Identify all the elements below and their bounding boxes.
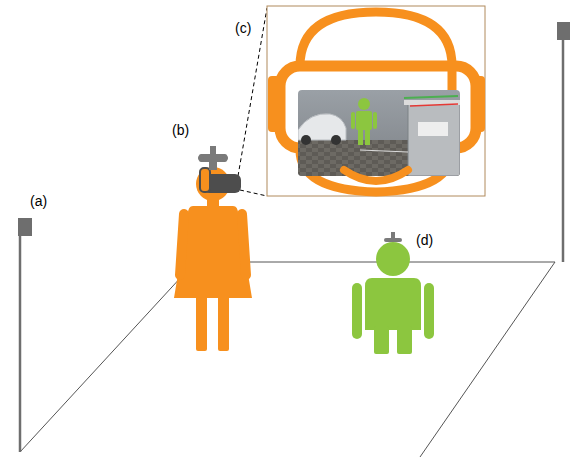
callout-label: (d): [416, 232, 433, 248]
vr-headset: [198, 146, 241, 193]
callout-label: (c): [235, 20, 251, 36]
head-tracker: [384, 232, 402, 242]
virtual-avatar: [351, 98, 377, 145]
room-floor: [20, 262, 555, 457]
callout-label: (b): [172, 122, 189, 138]
tracked-person: [357, 242, 429, 354]
callout-label: (a): [30, 193, 47, 209]
headset-view-inset: [267, 6, 485, 196]
tracking-pole: [18, 218, 32, 452]
callout-line: [238, 8, 267, 196]
user-figure: [174, 167, 252, 351]
virtual-scene: [298, 96, 460, 176]
tracking-pole: [557, 22, 570, 262]
